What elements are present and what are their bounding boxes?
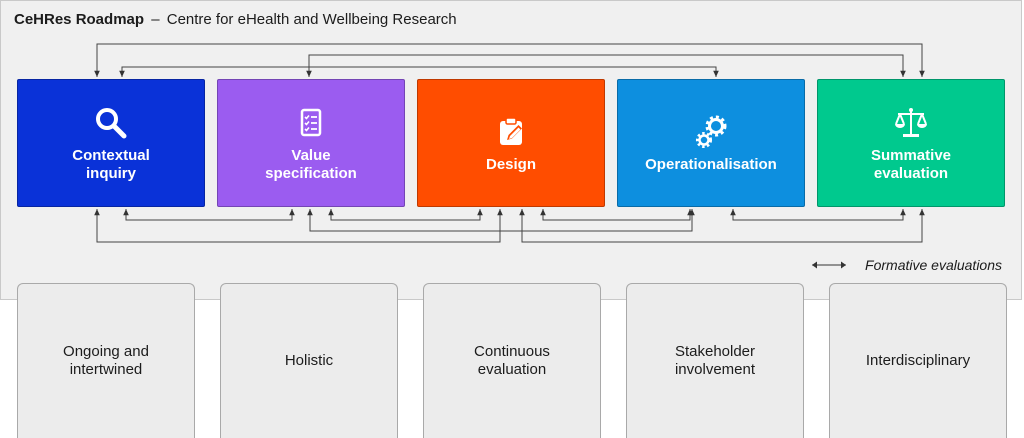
clipboard-pen-icon	[500, 117, 522, 145]
principle-card-holistic: Holistic	[220, 283, 398, 438]
phase-label: Summative evaluation	[870, 147, 952, 182]
principle-card-continuous-evaluation: Continuous evaluation	[423, 283, 601, 438]
principle-label: Ongoing and intertwined	[63, 343, 149, 378]
title-separator: –	[151, 11, 160, 28]
phase-contextual-inquiry: Contextual inquiry	[17, 79, 205, 207]
phase-label: Design	[485, 156, 536, 173]
principle-label: Stakeholder involvement	[674, 343, 756, 378]
principle-card-interdisciplinary: Interdisciplinary	[829, 283, 1007, 438]
phase-design: Design	[417, 79, 605, 207]
double-arrow-icon	[812, 261, 847, 269]
principle-label: Continuous evaluation	[474, 343, 550, 378]
phase-label: Operationalisation	[645, 156, 777, 173]
scales-icon	[895, 108, 927, 137]
principle-card-stakeholder-involvement: Stakeholder involvement	[626, 283, 804, 438]
legend-label: Formative evaluations	[865, 257, 1002, 273]
phase-value-specification: Value specification	[217, 79, 405, 207]
page-header: CeHRes Roadmap – Centre for eHealth and …	[14, 11, 457, 28]
gears-icon	[695, 115, 727, 149]
page-subtitle: Centre for eHealth and Wellbeing Researc…	[166, 11, 457, 28]
phase-label: Value specification	[265, 147, 357, 182]
magnifier-icon	[96, 108, 127, 139]
legend: Formative evaluations	[809, 257, 1002, 273]
principle-label: Interdisciplinary	[865, 352, 971, 369]
principle-label: Holistic	[284, 352, 334, 369]
checklist-icon	[300, 108, 322, 137]
principle-card-ongoing: Ongoing and intertwined	[17, 283, 195, 438]
phase-summative-evaluation: Summative evaluation	[817, 79, 1005, 207]
page-title: CeHRes Roadmap	[14, 11, 145, 28]
phase-operationalisation: Operationalisation	[617, 79, 805, 207]
phase-label: Contextual inquiry	[72, 147, 150, 182]
